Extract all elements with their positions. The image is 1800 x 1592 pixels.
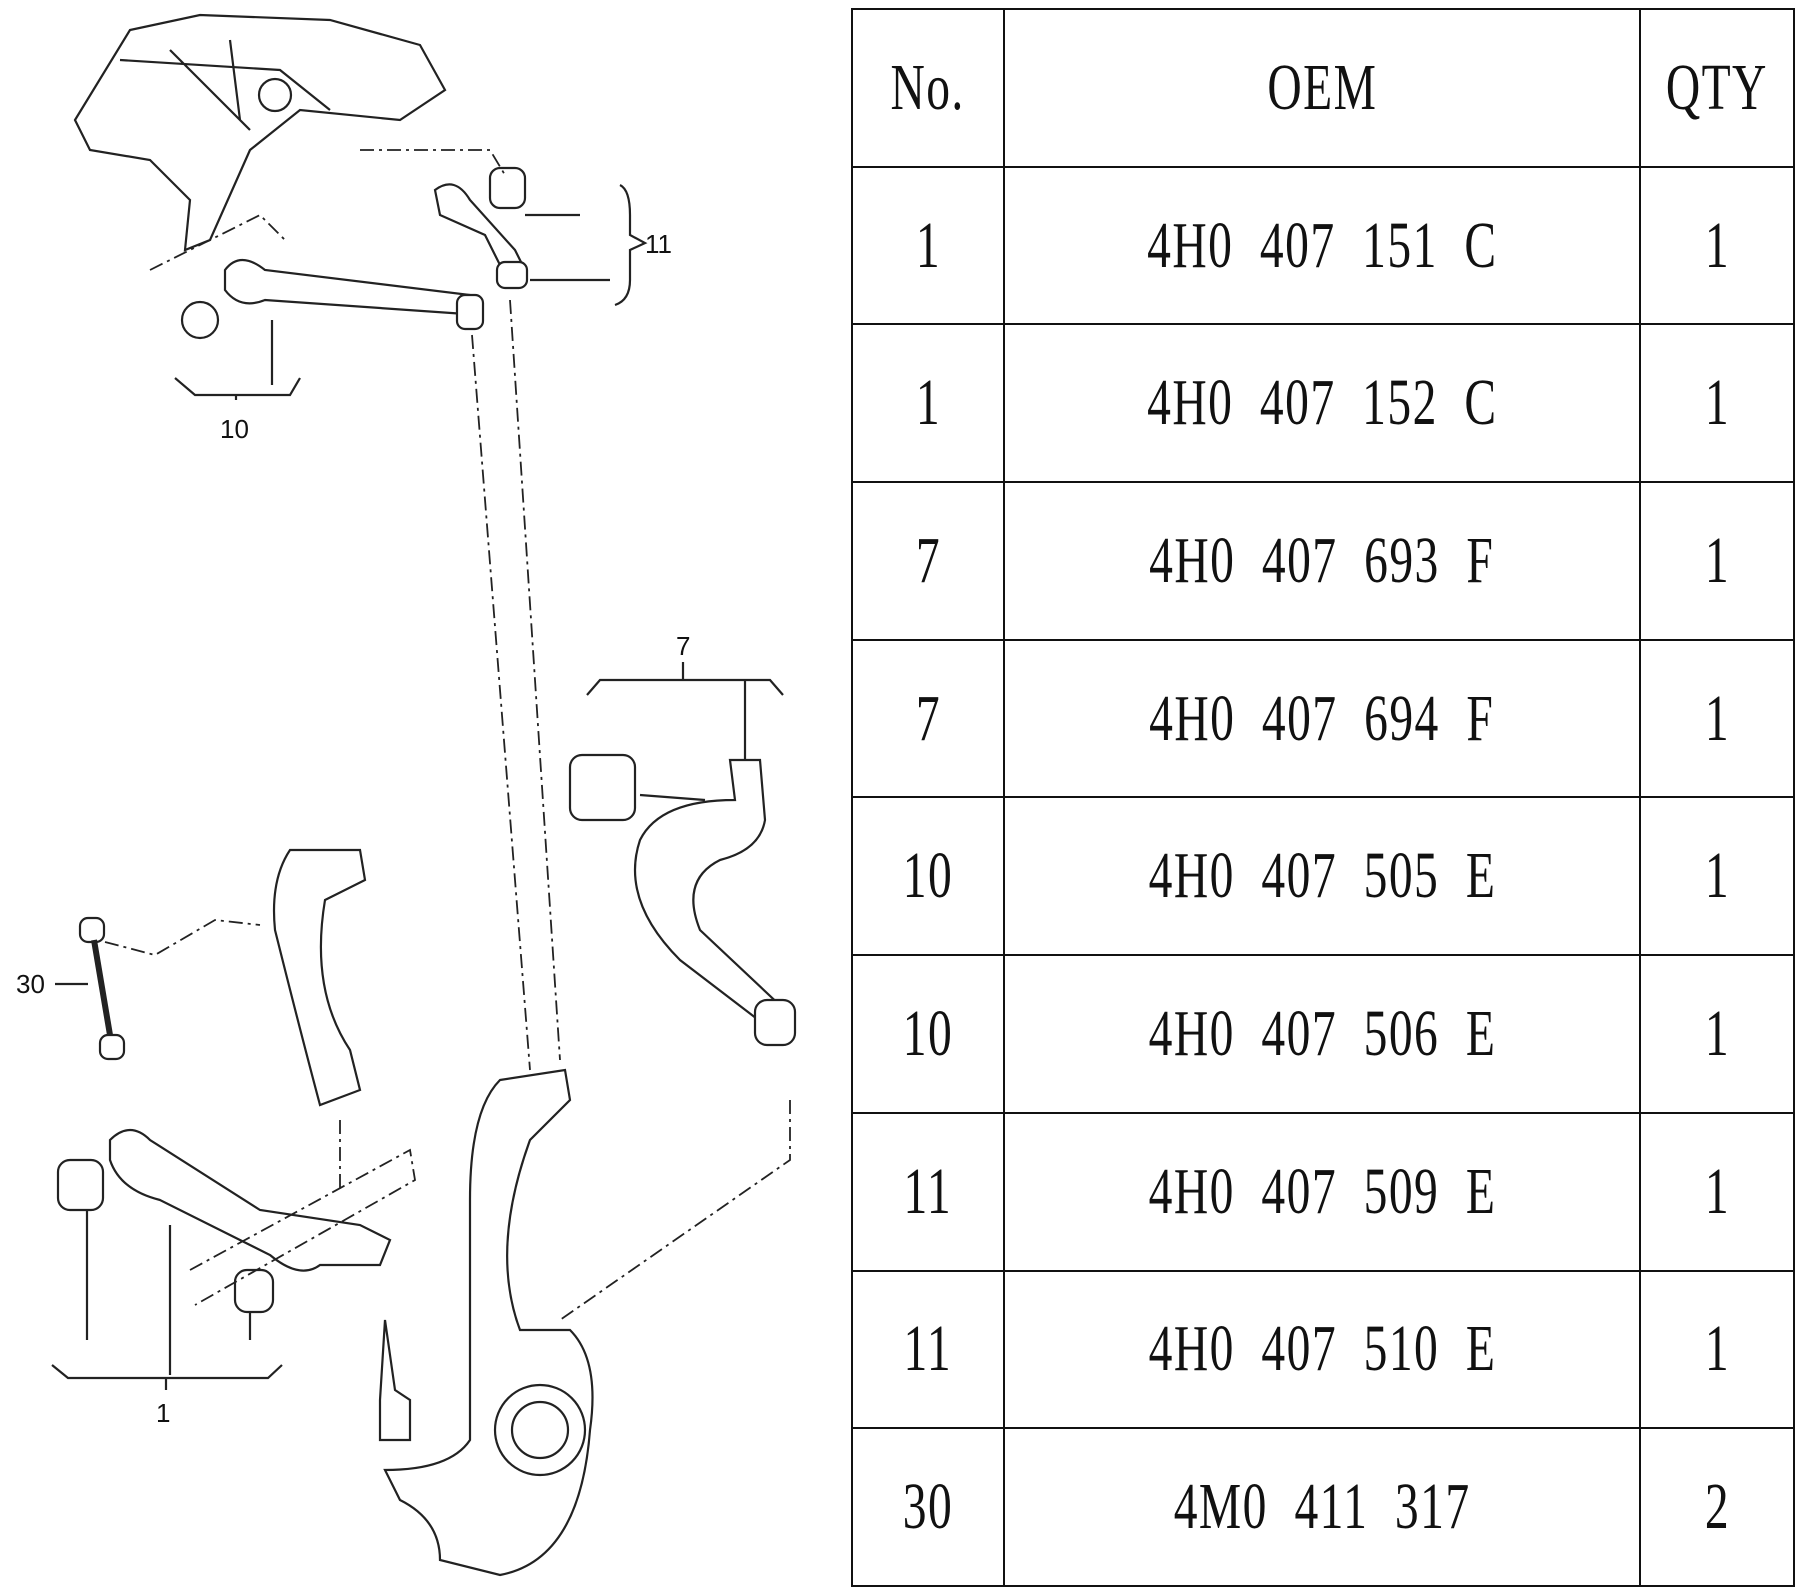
cell-no: 11: [851, 1111, 1005, 1272]
cell-no: 7: [851, 638, 1005, 799]
cell-no: 11: [851, 1269, 1005, 1430]
cell-qty: 1: [1639, 1269, 1795, 1430]
cell-oem: 4H0 407 694 F: [1003, 638, 1641, 799]
lower-arm-1: [51, 1120, 416, 1442]
steering-knuckle: [383, 1068, 594, 1577]
suspension-exploded-diagram: 11 10 7 30 1: [16, 13, 797, 1577]
cell-qty: 1: [1639, 1111, 1795, 1272]
cell-no: 7: [851, 481, 1005, 641]
cell-no: 10: [851, 954, 1005, 1114]
callout-1: 1: [156, 1398, 170, 1428]
cell-no: 1: [851, 165, 1005, 326]
cell-oem: 4H0 407 509 E: [1003, 1111, 1641, 1272]
tie-arm-10: [174, 258, 485, 400]
cell-qty: 1: [1639, 165, 1795, 326]
header-oem: OEM: [1003, 8, 1641, 168]
cell-qty: 1: [1639, 638, 1795, 799]
lower-arm-7: [568, 662, 797, 1047]
cell-oem: 4H0 407 152 C: [1003, 323, 1641, 484]
table-header-row: No. OEM QTY: [851, 8, 1795, 168]
callout-10: 10: [220, 414, 249, 444]
cell-qty: 1: [1639, 796, 1795, 957]
cell-no: 10: [851, 796, 1005, 957]
callout-11: 11: [645, 229, 672, 259]
cell-oem: 4H0 407 693 F: [1003, 481, 1641, 641]
cell-no: 1: [851, 323, 1005, 484]
subframe-mount: [73, 13, 447, 252]
cell-oem: 4H0 407 505 E: [1003, 796, 1641, 957]
callout-30: 30: [16, 969, 45, 999]
cell-oem: 4M0 411 317: [1003, 1427, 1641, 1587]
upright-bracket: [272, 848, 367, 1107]
header-qty: QTY: [1639, 8, 1795, 168]
cell-qty: 1: [1639, 323, 1795, 484]
cell-qty: 1: [1639, 481, 1795, 641]
upper-arm-11: [433, 166, 648, 307]
cell-qty: 1: [1639, 954, 1795, 1114]
cell-qty: 2: [1639, 1427, 1795, 1587]
header-no: No.: [851, 8, 1005, 168]
cell-oem: 4H0 407 506 E: [1003, 954, 1641, 1114]
cell-no: 30: [851, 1427, 1005, 1587]
cell-oem: 4H0 407 510 E: [1003, 1269, 1641, 1430]
cell-oem: 4H0 407 151 C: [1003, 165, 1641, 326]
callout-7: 7: [676, 631, 690, 661]
stabilizer-link-30: [55, 916, 261, 1061]
